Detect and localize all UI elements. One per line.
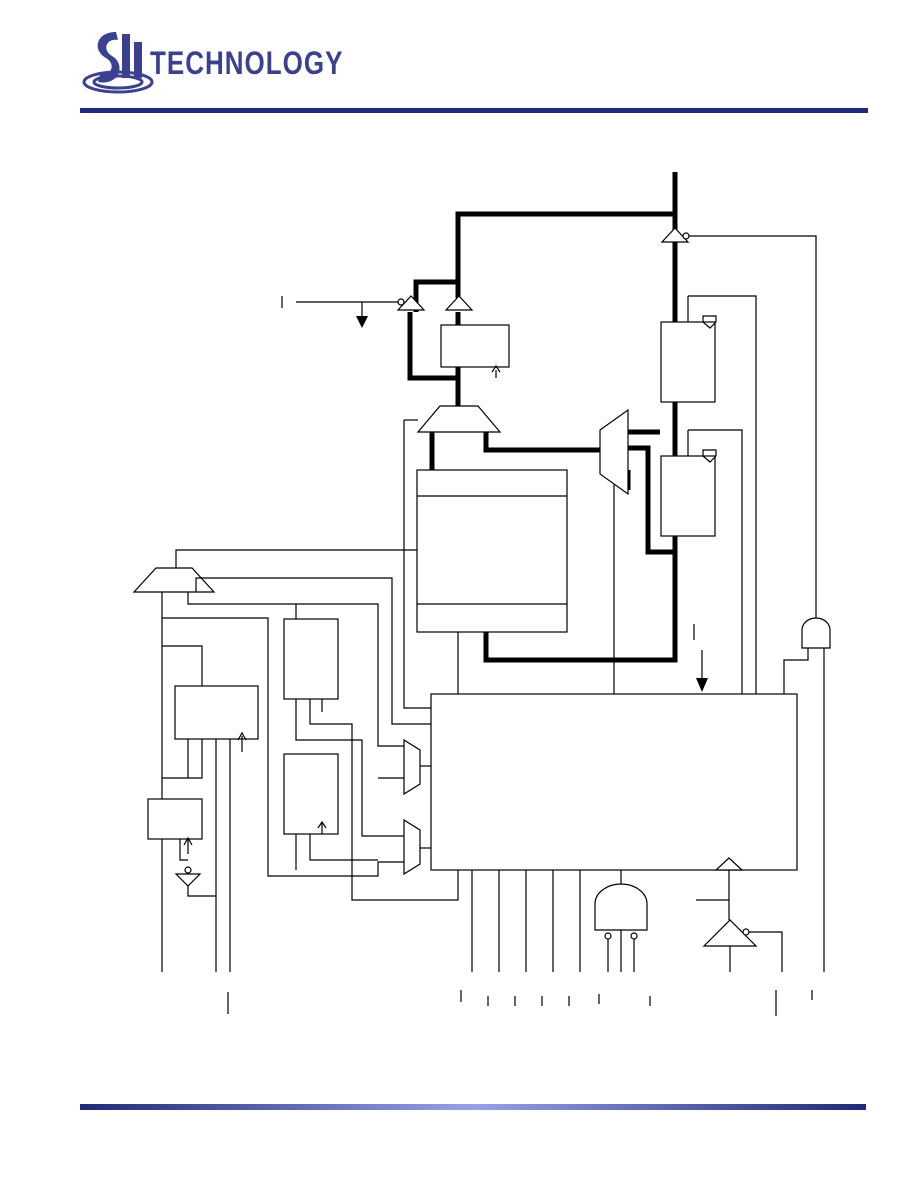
input-buffers	[281, 295, 474, 328]
and-gate-right	[783, 617, 831, 972]
control-pins	[471, 870, 622, 972]
control-logic-block	[430, 693, 798, 871]
small-muxes	[378, 738, 431, 876]
burst-counter	[147, 798, 216, 897]
burst-address-registers	[283, 604, 459, 901]
output-mux	[599, 408, 629, 694]
address-mux	[132, 549, 431, 972]
clock-buffer	[696, 870, 783, 972]
page-header: TECHNOLOGY	[0, 0, 918, 120]
output-registers	[660, 295, 757, 694]
company-logo	[82, 32, 154, 94]
output-buffer-top	[660, 227, 817, 622]
output-enable-gate	[594, 883, 648, 972]
pin-label-ticks	[227, 990, 813, 1016]
address-register	[162, 645, 259, 972]
input-register	[440, 324, 510, 378]
control-wires	[162, 419, 459, 877]
logo-wordmark: TECHNOLOGY	[150, 44, 344, 82]
control-input-arrow	[693, 624, 708, 692]
footer-divider	[80, 1104, 866, 1110]
header-divider	[80, 108, 868, 113]
data-bus	[407, 172, 678, 663]
memory-array	[416, 469, 568, 633]
write-driver	[416, 405, 502, 433]
